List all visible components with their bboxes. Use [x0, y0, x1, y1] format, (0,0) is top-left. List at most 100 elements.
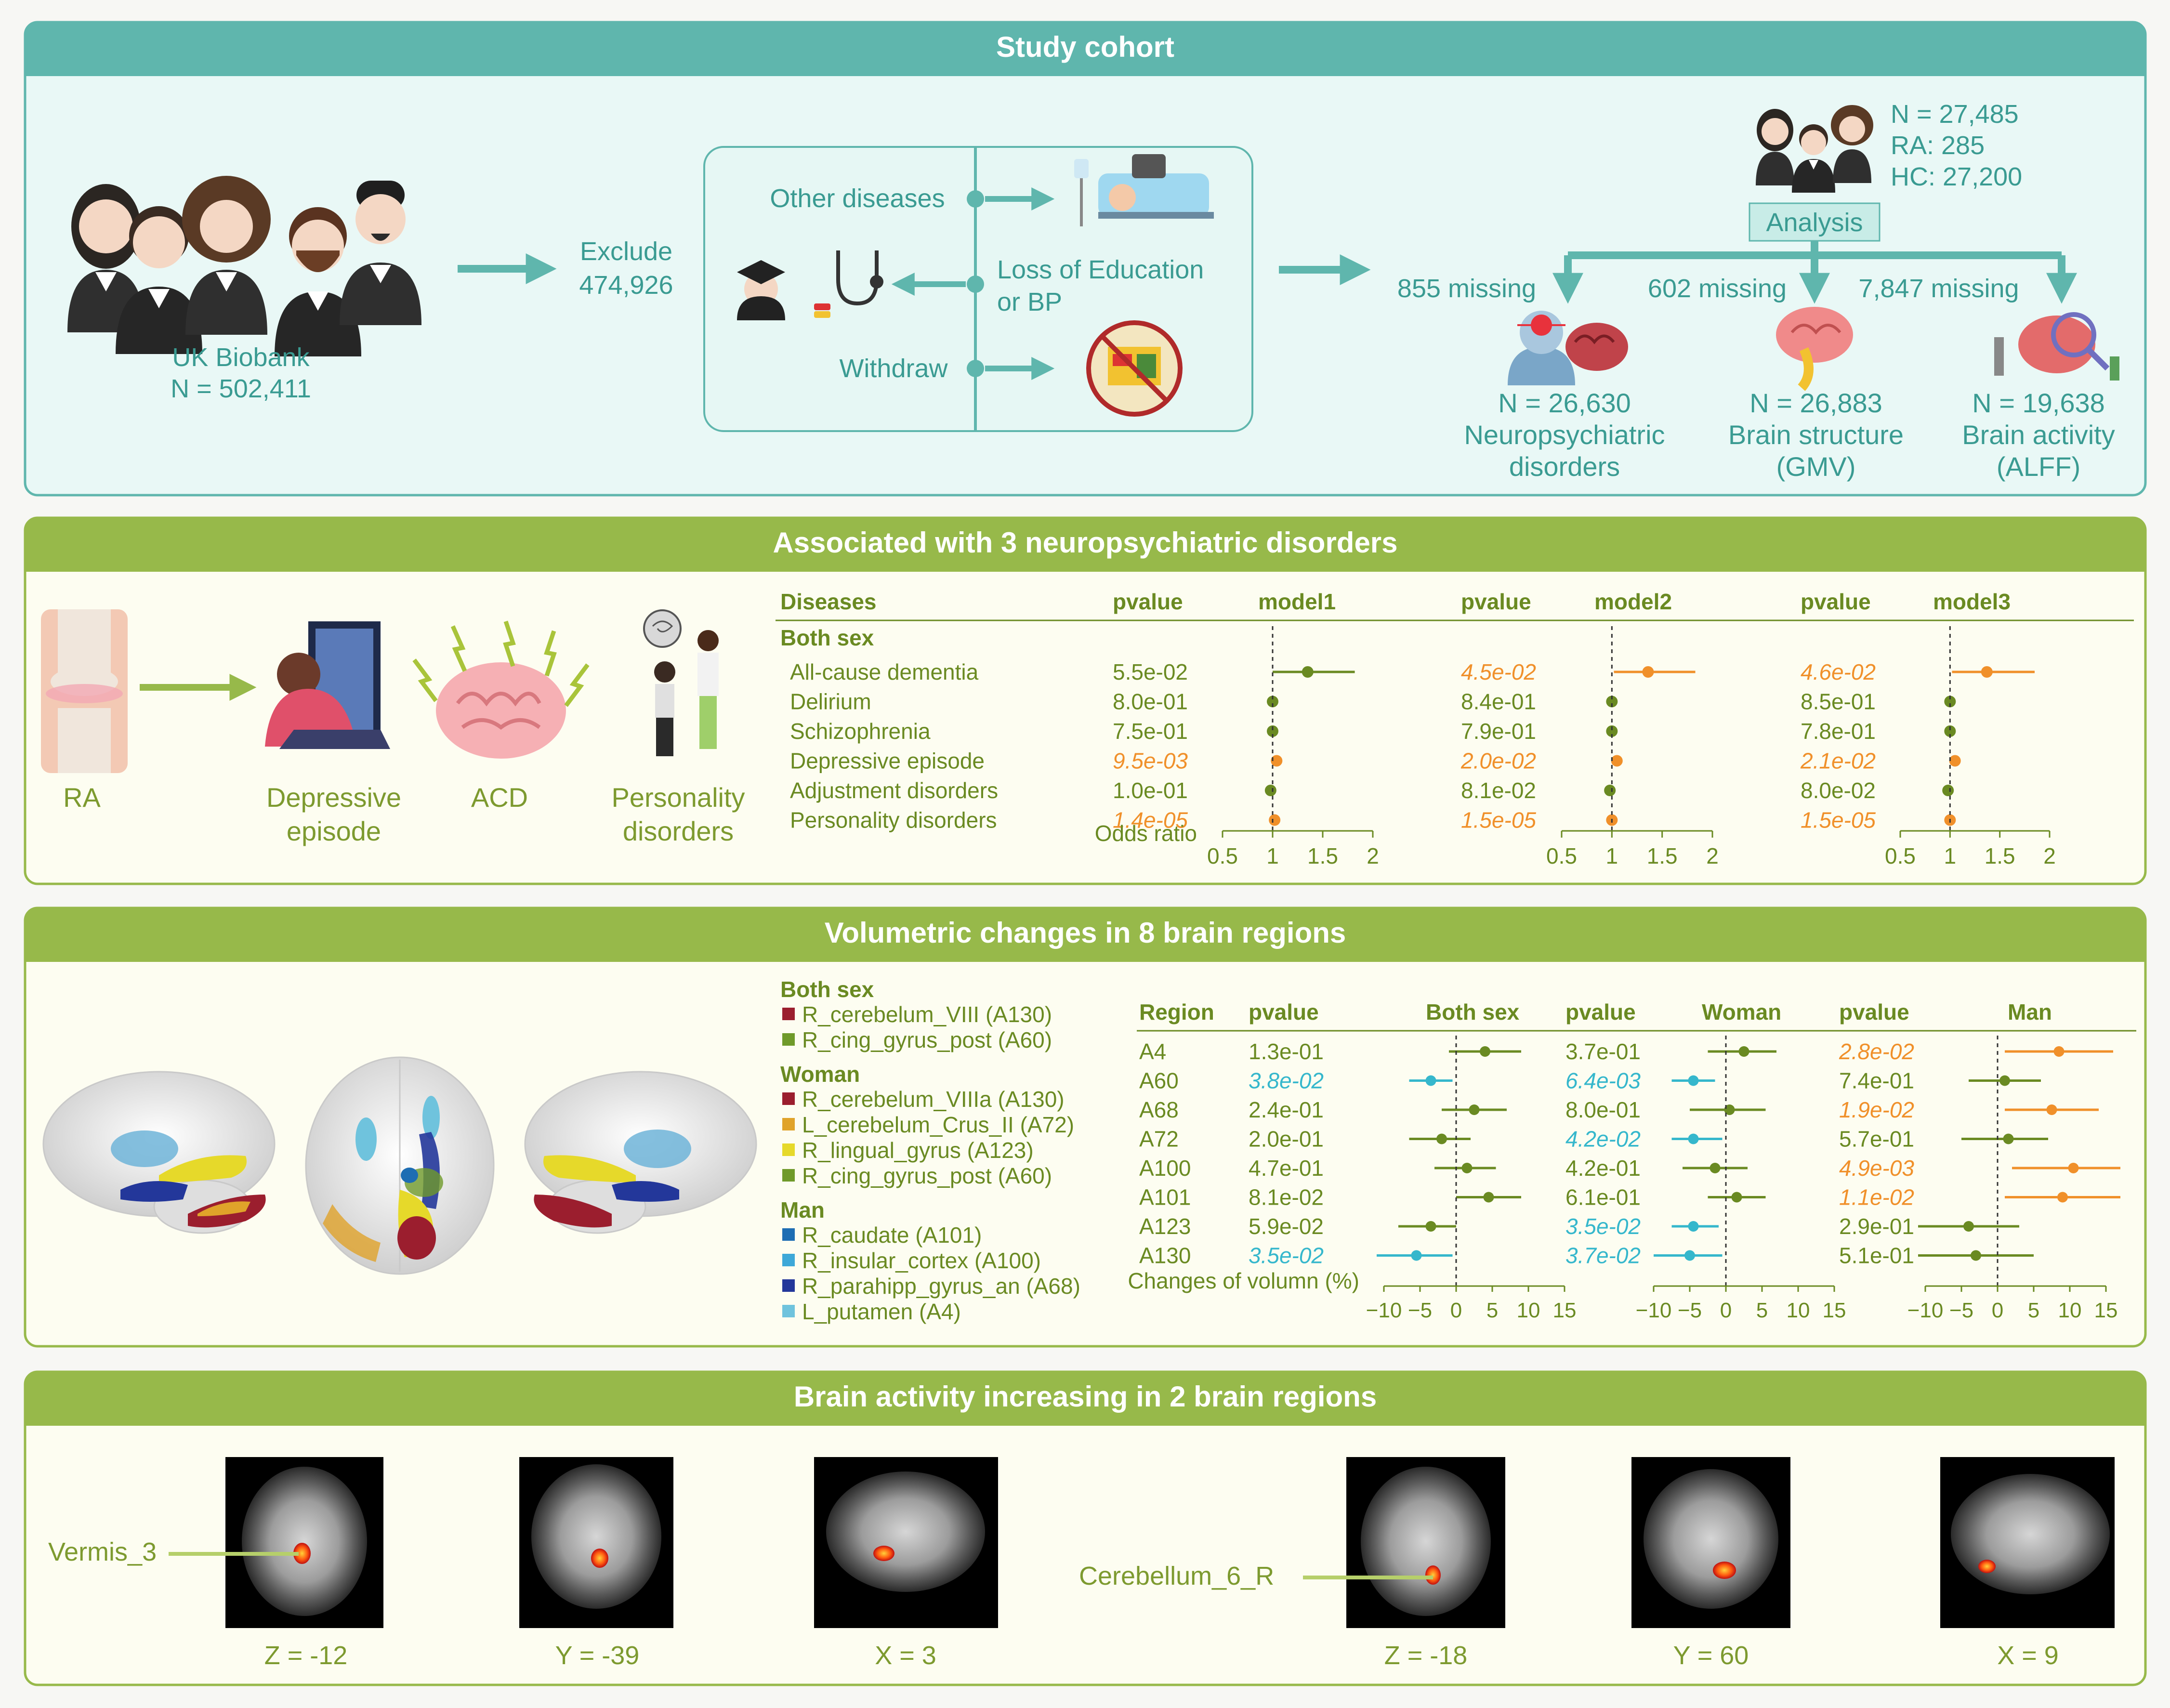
- vol-point: [1738, 1046, 1749, 1057]
- ukb-name: UK Biobank: [172, 343, 310, 372]
- neuro-tick-label: 1.5: [1307, 843, 1338, 868]
- neuro-pvalue: 8.0e-01: [1113, 689, 1188, 714]
- vol-col-pvalue-1: pvalue: [1249, 999, 1319, 1025]
- vol-tick-label: −5: [1408, 1299, 1432, 1322]
- vol-pvalue: 2.0e-01: [1249, 1127, 1324, 1152]
- vol-col-pvalue-2: pvalue: [1565, 999, 1636, 1025]
- personality-line1: Personality: [611, 782, 745, 813]
- neuro-tick-label: 1: [1266, 843, 1279, 868]
- study-cohort-title: Study cohort: [996, 31, 1174, 63]
- vol-region-label: A123: [1139, 1214, 1191, 1239]
- vol-point: [1731, 1192, 1742, 1203]
- neuro-point: [1267, 725, 1278, 737]
- neuro-pvalue: 2.1e-02: [1800, 749, 1876, 774]
- mri-slice-4: [1346, 1457, 1505, 1628]
- vol-point: [2057, 1192, 2068, 1203]
- graduate-stethoscope-icon: [737, 250, 883, 320]
- vol-pvalue: 3.5e-02: [1249, 1243, 1324, 1268]
- hospital-bed-icon: [1074, 154, 1214, 226]
- vol-pvalue: 3.7e-02: [1565, 1243, 1641, 1268]
- branch-3-line1: Brain activity: [1962, 420, 2115, 450]
- vol-point: [2046, 1104, 2057, 1115]
- neuro-point: [1604, 785, 1616, 796]
- neuro-point: [1269, 814, 1281, 826]
- legend-swatch: [782, 1228, 795, 1241]
- vol-point: [1480, 1046, 1490, 1057]
- branch-1-n: N = 26,630: [1498, 388, 1631, 418]
- vol-point: [1425, 1075, 1436, 1086]
- vermis-label: Vermis_3: [48, 1537, 157, 1566]
- vol-pvalue: 4.9e-03: [1839, 1156, 1914, 1181]
- legend-item-label: R_parahipp_gyrus_an (A68): [802, 1274, 1080, 1299]
- depressive-line2: episode: [287, 816, 381, 846]
- neuro-pvalue: 9.5e-03: [1113, 749, 1188, 774]
- neuro-disease-label: Adjustment disorders: [790, 778, 998, 803]
- analysis-box: [1749, 202, 1881, 242]
- neuro-col-model-3: model3: [1933, 589, 2011, 614]
- brain-activity-icon: [1994, 312, 2119, 381]
- vol-pvalue: 2.4e-01: [1249, 1097, 1324, 1122]
- neuro-point: [1949, 755, 1961, 767]
- neuro-pvalue: 5.5e-02: [1113, 659, 1188, 684]
- legend-item-label: L_putamen (A4): [802, 1299, 961, 1324]
- neuro-tick-label: 0.5: [1546, 843, 1577, 868]
- vol-col-group-3: Man: [2008, 999, 2052, 1025]
- neuro-point: [1611, 755, 1623, 767]
- neuro-pvalue: 8.1e-02: [1461, 778, 1536, 803]
- branch-2-n: N = 26,883: [1749, 388, 1882, 418]
- vol-point: [1688, 1221, 1699, 1232]
- vol-tick-label: 0: [1450, 1299, 1462, 1322]
- analysis-tree: [1552, 241, 2077, 304]
- neuro-tick-label: 2: [1367, 843, 1379, 868]
- neuro-tick-label: 2: [2043, 843, 2056, 868]
- branch-2-missing: 602 missing: [1648, 274, 1787, 303]
- vol-point: [1971, 1250, 1981, 1261]
- neuro-pvalue: 7.8e-01: [1801, 719, 1876, 744]
- neuro-point: [1302, 666, 1314, 678]
- neuro-pvalue: 2.0e-02: [1460, 749, 1536, 774]
- vol-point: [1684, 1250, 1695, 1261]
- activity-title: Brain activity increasing in 2 brain reg…: [794, 1380, 1377, 1413]
- neuro-pvalue: 1.0e-01: [1113, 778, 1188, 803]
- neuro-disease-label: Schizophrenia: [790, 719, 931, 744]
- neuro-tick-label: 1.5: [1985, 843, 2015, 868]
- vol-point: [1411, 1250, 1422, 1261]
- vol-region-label: A100: [1139, 1156, 1191, 1181]
- vol-region-label: A60: [1139, 1068, 1179, 1093]
- personality-line2: disorders: [623, 816, 734, 846]
- branch-2-line2: (GMV): [1776, 451, 1856, 482]
- vol-point: [1436, 1133, 1447, 1144]
- slice-coord-5: Y = 60: [1673, 1641, 1749, 1670]
- vol-pvalue: 4.7e-01: [1249, 1156, 1324, 1181]
- ukb-count: N = 502,411: [171, 374, 311, 403]
- analysis-hc: HC: 27,200: [1891, 162, 2022, 191]
- vol-region-label: A130: [1139, 1243, 1191, 1268]
- vol-pvalue: 6.1e-01: [1565, 1185, 1641, 1210]
- study-cohort-panel: Study cohort UK Biobank N = 502,411 Excl…: [24, 21, 2147, 497]
- volume-forest-plot: Region pvalue Both sex pvalue Woman pval…: [1128, 999, 2136, 1322]
- neuro-point: [1944, 725, 1956, 737]
- vol-point: [1999, 1075, 2010, 1086]
- neuro-point: [1264, 785, 1276, 796]
- vol-point: [1425, 1221, 1436, 1232]
- legend-swatch: [782, 1254, 795, 1266]
- activity-panel: Brain activity increasing in 2 brain reg…: [24, 1370, 2147, 1686]
- exclude-count: 474,926: [579, 271, 673, 300]
- slice-coord-1: Z = -12: [264, 1641, 348, 1670]
- legend-swatch: [782, 1092, 795, 1105]
- vol-tick-label: 10: [2058, 1299, 2082, 1322]
- neuro-pvalue: 7.9e-01: [1461, 719, 1536, 744]
- vol-tick-label: 5: [2028, 1299, 2039, 1322]
- legend-swatch: [782, 1143, 795, 1156]
- neuro-disease-label: Delirium: [790, 689, 871, 714]
- vol-pvalue: 6.4e-03: [1565, 1068, 1641, 1093]
- neuro-point: [1271, 755, 1283, 767]
- neuro-col-diseases: Diseases: [780, 589, 877, 614]
- vol-col-group-1: Both sex: [1426, 999, 1520, 1025]
- branch-1-missing: 855 missing: [1397, 274, 1536, 303]
- neuro-panel: Associated with 3 neuropsychiatric disor…: [24, 516, 2147, 885]
- legend-swatch: [782, 1305, 795, 1317]
- vol-tick-label: 10: [1517, 1299, 1540, 1322]
